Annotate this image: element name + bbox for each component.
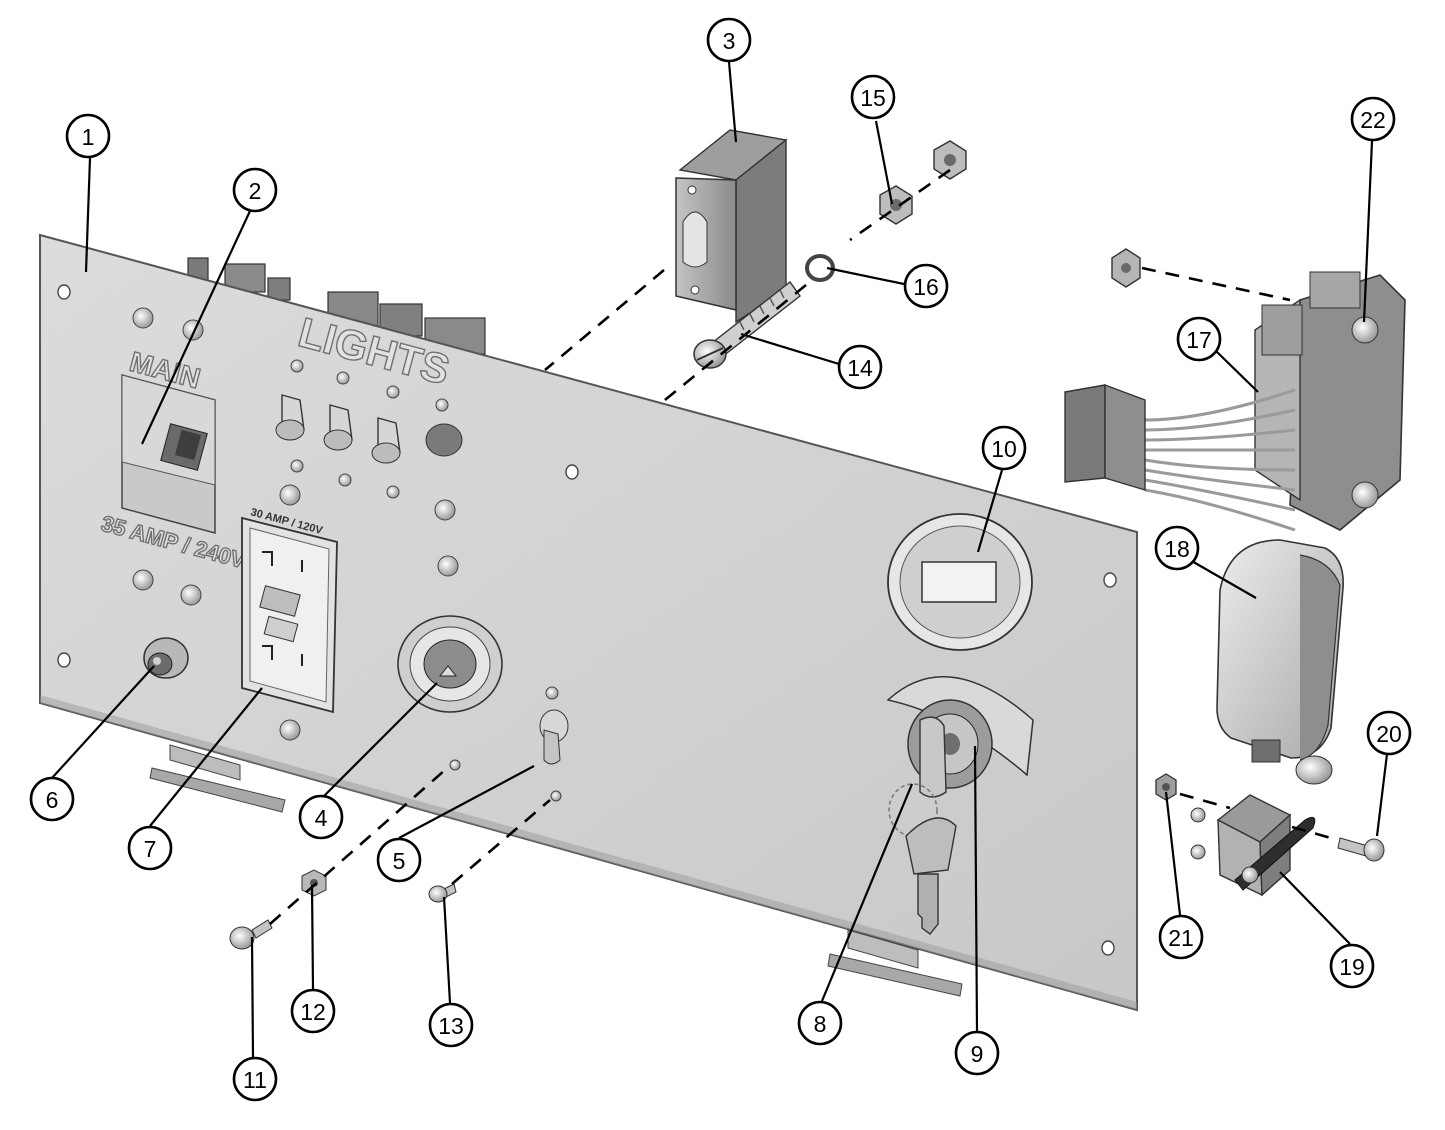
callout-10: 10 [981, 425, 1027, 471]
callout-5: 5 [376, 837, 422, 883]
callout-16: 16 [903, 263, 949, 309]
callout-20-label: 20 [1376, 721, 1402, 747]
callout-4-label: 4 [315, 805, 328, 831]
callout-14: 14 [837, 344, 883, 390]
switch-plug [425, 423, 463, 457]
callout-19: 19 [1329, 943, 1375, 989]
light-switches [275, 394, 463, 464]
callout-2: 2 [232, 167, 278, 213]
hex-nut-22 [1111, 248, 1141, 288]
callout-21-label: 21 [1168, 925, 1194, 951]
panel-screws [132, 307, 562, 802]
callout-8-label: 8 [814, 1011, 827, 1037]
callout-11-label: 11 [243, 1067, 267, 1093]
lock-nut-15 [879, 185, 913, 225]
callout-20: 20 [1366, 710, 1412, 756]
light-switch-2 [323, 404, 353, 451]
callout-10-label: 10 [991, 436, 1017, 462]
callout-14-label: 14 [847, 355, 873, 381]
callout-9-label: 9 [971, 1041, 984, 1067]
callout-13-label: 13 [438, 1013, 464, 1039]
assembly-lines [269, 168, 1339, 925]
light-switch-3 [371, 417, 401, 464]
callout-2-label: 2 [249, 178, 262, 204]
callout-4: 4 [298, 794, 344, 840]
callout-21: 21 [1158, 914, 1204, 960]
machine-screw-20 [1337, 837, 1385, 862]
callout-5-label: 5 [393, 848, 406, 874]
leader-lines [51, 61, 1389, 1058]
control-panel-plate: MAIN LIGHTS 35 AMP / 240V 30 AMP / 120V [39, 233, 1138, 1012]
screw-13 [428, 883, 457, 903]
callout-9: 9 [954, 1030, 1000, 1076]
light-switch-1 [275, 394, 305, 441]
callout-3-label: 3 [723, 28, 736, 54]
callout-11: 11 [232, 1056, 278, 1102]
indicator-lamp [143, 637, 189, 679]
callout-22-label: 22 [1360, 107, 1386, 133]
nut-12 [301, 869, 327, 897]
terminal-cover [1216, 539, 1344, 785]
nut-21 [1155, 773, 1177, 801]
lock-nut-upper [933, 140, 967, 180]
washer [805, 254, 835, 282]
callout-8: 8 [797, 1000, 843, 1046]
gfci-outlet [241, 516, 338, 714]
hour-meter [887, 513, 1033, 651]
voltage-regulator [1064, 271, 1406, 532]
small-toggle-switch [539, 709, 569, 765]
callout-18: 18 [1154, 525, 1200, 571]
callout-16-label: 16 [913, 274, 939, 300]
callout-12-label: 12 [300, 999, 326, 1025]
callout-1-label: 1 [82, 124, 95, 150]
ignition-key [888, 716, 957, 935]
callout-22: 22 [1350, 96, 1396, 142]
callout-17: 17 [1176, 316, 1222, 362]
callout-17-label: 17 [1186, 327, 1212, 353]
callout-19-label: 19 [1339, 954, 1365, 980]
round-receptacle [397, 615, 503, 713]
callout-15: 15 [850, 74, 896, 120]
callout-1: 1 [65, 113, 111, 159]
callout-3: 3 [706, 17, 752, 63]
callout-7-label: 7 [144, 836, 157, 862]
bolt [693, 280, 801, 369]
auto-reset-breaker [1190, 794, 1316, 897]
circuit-breaker [675, 129, 788, 324]
main-breaker [121, 374, 216, 534]
bottom-brackets [149, 744, 963, 997]
mounting-holes [57, 284, 1117, 956]
callout-6-label: 6 [46, 787, 59, 813]
screw-11 [229, 919, 273, 950]
callout-13: 13 [428, 1002, 474, 1048]
callout-6: 6 [29, 776, 75, 822]
callout-12: 12 [290, 988, 336, 1034]
callout-7: 7 [127, 825, 173, 871]
callout-18-label: 18 [1164, 536, 1190, 562]
callout-15-label: 15 [860, 85, 886, 111]
